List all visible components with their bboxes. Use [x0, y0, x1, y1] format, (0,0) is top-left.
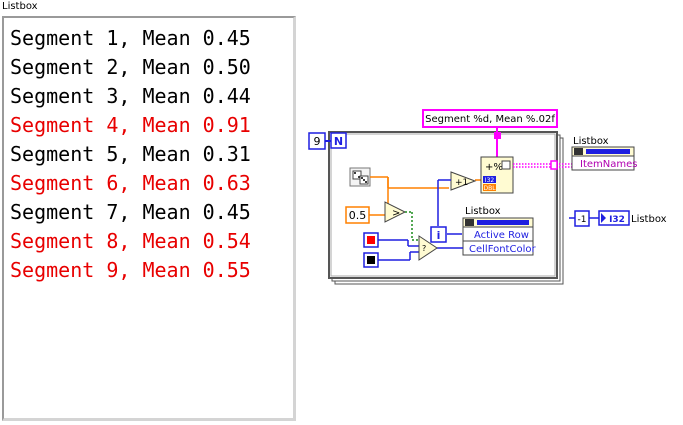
listbox-caption: Listbox	[2, 1, 38, 12]
format-string-constant[interactable]: Segment %d, Mean %.02f	[422, 109, 558, 128]
loop-count-constant[interactable]: 9	[308, 132, 326, 150]
property-item-names[interactable]: ItemNames	[580, 159, 637, 170]
loop-count-value: 9	[314, 135, 321, 148]
format-string-value: Segment %d, Mean %.02f	[425, 114, 555, 125]
threshold-constant[interactable]: 0.5	[345, 206, 370, 224]
property-node-item-names[interactable]: Listbox ItemNames	[571, 136, 637, 171]
property-active-row[interactable]: Active Row	[474, 230, 529, 241]
listbox[interactable]: Segment 1, Mean 0.45 Segment 2, Mean 0.5…	[2, 16, 296, 421]
string-tunnel	[494, 132, 501, 139]
svg-text:+%: +%	[485, 162, 503, 173]
list-item[interactable]: Segment 5, Mean 0.31	[10, 142, 251, 166]
svg-text:>: >	[392, 208, 400, 219]
greater-than-node[interactable]: >	[384, 201, 407, 223]
list-item[interactable]: Segment 4, Mean 0.91	[10, 113, 251, 137]
list-item[interactable]: Segment 9, Mean 0.55	[10, 258, 251, 282]
dice-icon[interactable]	[349, 167, 371, 187]
listbox-terminal[interactable]: I32	[598, 210, 630, 226]
property-node-title: Listbox	[573, 136, 609, 147]
list-item[interactable]: Segment 2, Mean 0.50	[10, 55, 251, 79]
svg-text:N: N	[334, 135, 343, 148]
indexing-tunnel	[550, 160, 558, 170]
property-node-active-row[interactable]: Listbox Active Row CellFontColor	[462, 206, 536, 256]
boolean-wire	[405, 211, 419, 241]
svg-text:-1: -1	[578, 215, 587, 225]
string-wire	[513, 163, 572, 168]
iteration-terminal: i	[430, 226, 447, 243]
list-item[interactable]: Segment 3, Mean 0.44	[10, 84, 251, 108]
svg-text:I32: I32	[485, 177, 495, 184]
color-constant-red[interactable]	[363, 232, 379, 248]
list-item[interactable]: Segment 8, Mean 0.54	[10, 229, 251, 253]
listbox-terminal-label: Listbox	[631, 214, 667, 225]
listbox-value-constant[interactable]: -1	[574, 210, 590, 227]
loop-count-terminal: N	[330, 132, 347, 149]
svg-text:I32: I32	[609, 215, 625, 225]
property-cell-font-color[interactable]: CellFontColor	[469, 244, 536, 255]
list-item[interactable]: Segment 7, Mean 0.45	[10, 200, 251, 224]
svg-text:DBL: DBL	[483, 185, 496, 192]
threshold-value: 0.5	[349, 209, 367, 222]
property-node-inner-title: Listbox	[465, 206, 501, 217]
increment-node[interactable]: +1	[450, 171, 477, 191]
select-node[interactable]: ?	[418, 235, 438, 261]
format-into-string-node[interactable]: +% I32 DBL	[480, 156, 514, 194]
svg-text:+1: +1	[455, 178, 468, 188]
listbox-items: Segment 1, Mean 0.45 Segment 2, Mean 0.5…	[10, 24, 251, 285]
color-constant-black[interactable]	[363, 252, 379, 268]
list-item[interactable]: Segment 1, Mean 0.45	[10, 26, 251, 50]
svg-text:i: i	[437, 229, 441, 242]
numeric-wires	[369, 176, 481, 216]
svg-text:?: ?	[422, 244, 426, 253]
color-wires	[378, 239, 463, 261]
list-item[interactable]: Segment 6, Mean 0.63	[10, 171, 251, 195]
